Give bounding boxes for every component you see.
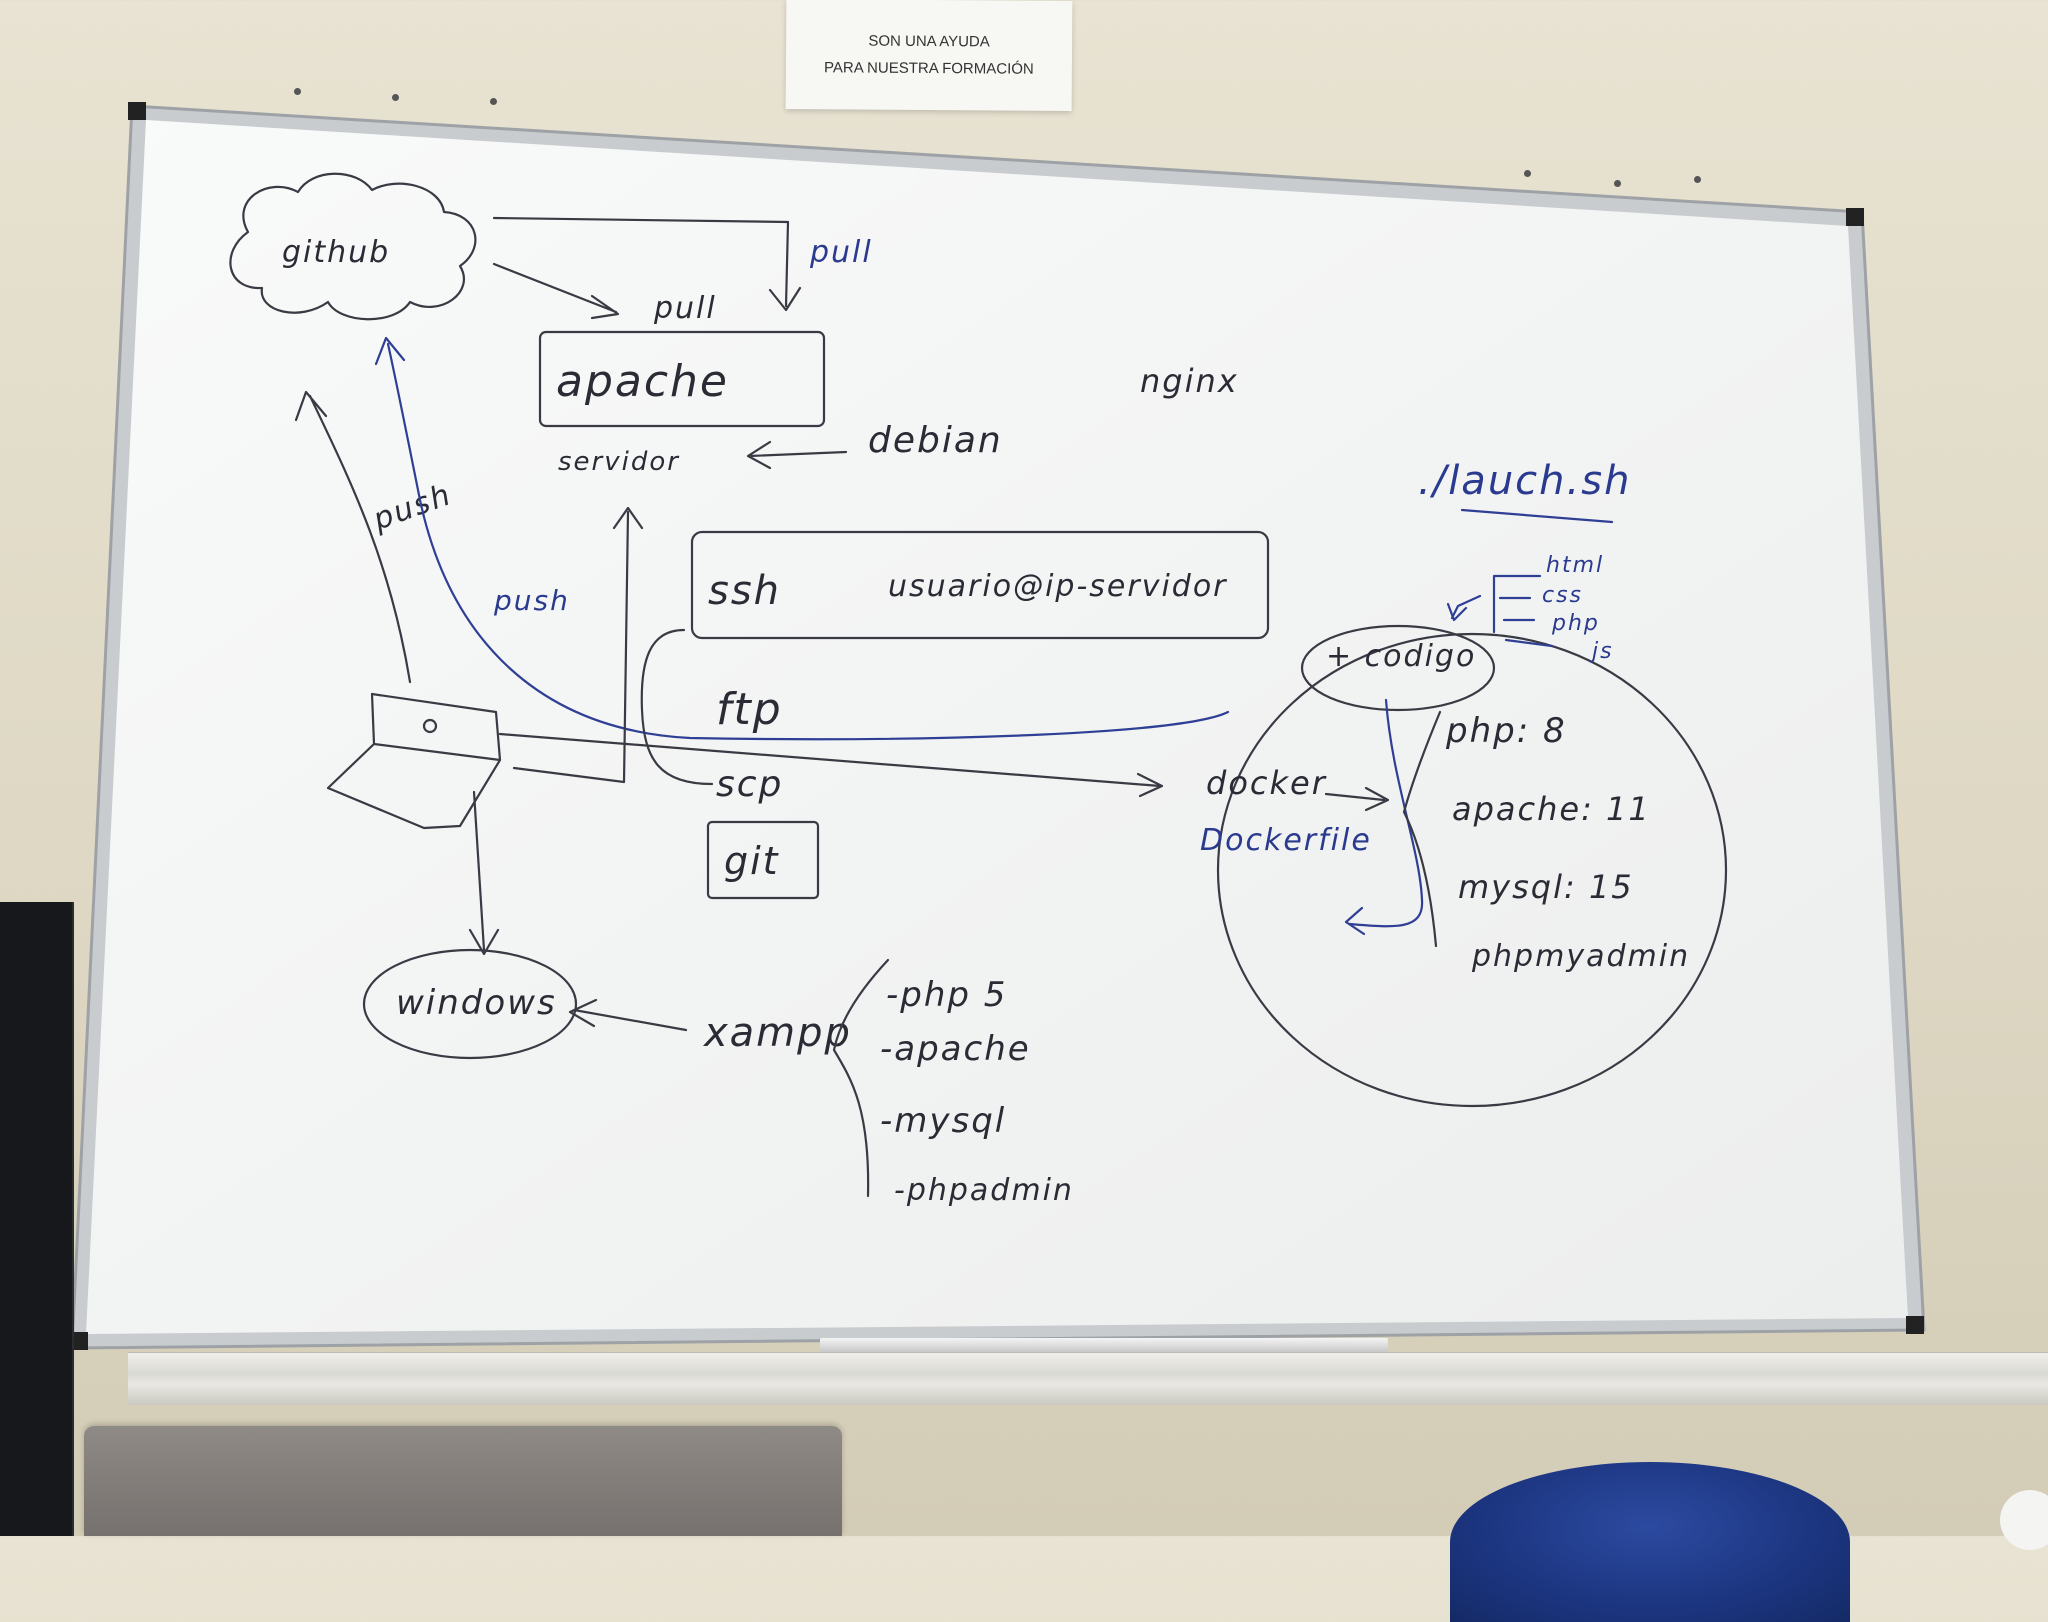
frame-corner: [70, 1332, 88, 1350]
code-lang: html: [1546, 553, 1604, 578]
arrow-push-black: [294, 390, 412, 684]
services-brace: [1402, 710, 1442, 948]
docker-circle: [1216, 632, 1728, 1108]
arrow-laptop-docker: [498, 732, 1164, 798]
codigo-ellipse: [1300, 624, 1496, 712]
xampp-item: -php 5: [886, 975, 1007, 1015]
xampp-item: -phpadmin: [894, 1173, 1074, 1208]
wall-pin: [392, 94, 399, 101]
code-lang: js: [1589, 639, 1614, 664]
xampp-label: xampp: [702, 1010, 852, 1056]
laptop: [84, 1426, 842, 1536]
arrow-github-pull-center: [492, 262, 620, 320]
arrow-docker-services: [1324, 786, 1390, 812]
wall-pin: [1524, 170, 1531, 177]
ssh-target-label: usuario@ip-servidor: [888, 569, 1228, 604]
windows-ellipse: [362, 948, 578, 1060]
wall-pin: [1614, 180, 1621, 187]
marker-tray: [820, 1338, 1388, 1352]
whiteboard-surface: [86, 120, 1908, 1334]
apache-box: [538, 330, 826, 428]
xampp-item: -mysql: [880, 1101, 1006, 1141]
xampp-brace: [832, 958, 890, 1198]
xampp-item: -apache: [880, 1029, 1031, 1069]
debian-label: debian: [868, 420, 1003, 461]
arrow-laptop-windows: [468, 790, 500, 956]
dockerfile-label: Dockerfile: [1200, 823, 1372, 858]
scp-label: scp: [716, 764, 783, 805]
wall-pin: [294, 88, 301, 95]
codigo-label: + codigo: [1326, 639, 1476, 674]
dockerfile-loop: [1344, 698, 1424, 936]
service-item: php: 8: [1445, 711, 1567, 751]
ssh-label: ssh: [708, 568, 781, 614]
langs-bracket: [1446, 574, 1554, 648]
laptop-sketch: [326, 692, 502, 830]
launch-underline: [1460, 508, 1614, 524]
ssh-command-box: [690, 530, 1270, 640]
service-item: apache: 11: [1452, 790, 1651, 828]
frame-corner: [128, 102, 146, 120]
wall-pin: [490, 98, 497, 105]
whiteboard: github pull pull apache servidor debian …: [70, 102, 1926, 1350]
git-label: git: [724, 839, 780, 883]
ftp-label: ftp: [716, 684, 783, 735]
push-label-right: push: [493, 584, 570, 617]
scp-bracket: [640, 628, 714, 786]
launch-script-label: ./lauch.sh: [1418, 458, 1631, 504]
service-item: mysql: 15: [1458, 868, 1634, 906]
code-lang: css: [1542, 583, 1583, 608]
monitor: [0, 902, 74, 1536]
code-lang: php: [1551, 611, 1600, 636]
servidor-label: servidor: [558, 447, 680, 477]
cup: [2000, 1490, 2048, 1550]
arrow-github-pull-top: [492, 216, 802, 312]
github-cloud: [229, 172, 477, 321]
frame-corner: [1846, 208, 1864, 226]
git-box: [706, 820, 820, 900]
apache-box-label: apache: [556, 356, 729, 407]
arrow-xampp-windows: [568, 998, 688, 1032]
arrow-laptop-apache: [512, 506, 644, 784]
nginx-label: nginx: [1140, 362, 1239, 400]
arrow-debian-servidor: [746, 440, 848, 470]
wall-rail: [128, 1352, 2048, 1405]
windows-label: windows: [396, 983, 557, 1023]
arrow-push-blue: [374, 336, 1230, 741]
wall-pin: [1694, 176, 1701, 183]
docker-label: docker: [1206, 764, 1327, 802]
laptop-camera: [422, 718, 438, 734]
github-label: github: [282, 235, 390, 270]
pull-label-top: pull: [809, 235, 873, 270]
pull-label-center: pull: [653, 291, 717, 326]
service-item: phpmyadmin: [1471, 939, 1690, 974]
chair: [1450, 1462, 1850, 1622]
frame-corner: [1906, 1316, 1924, 1334]
